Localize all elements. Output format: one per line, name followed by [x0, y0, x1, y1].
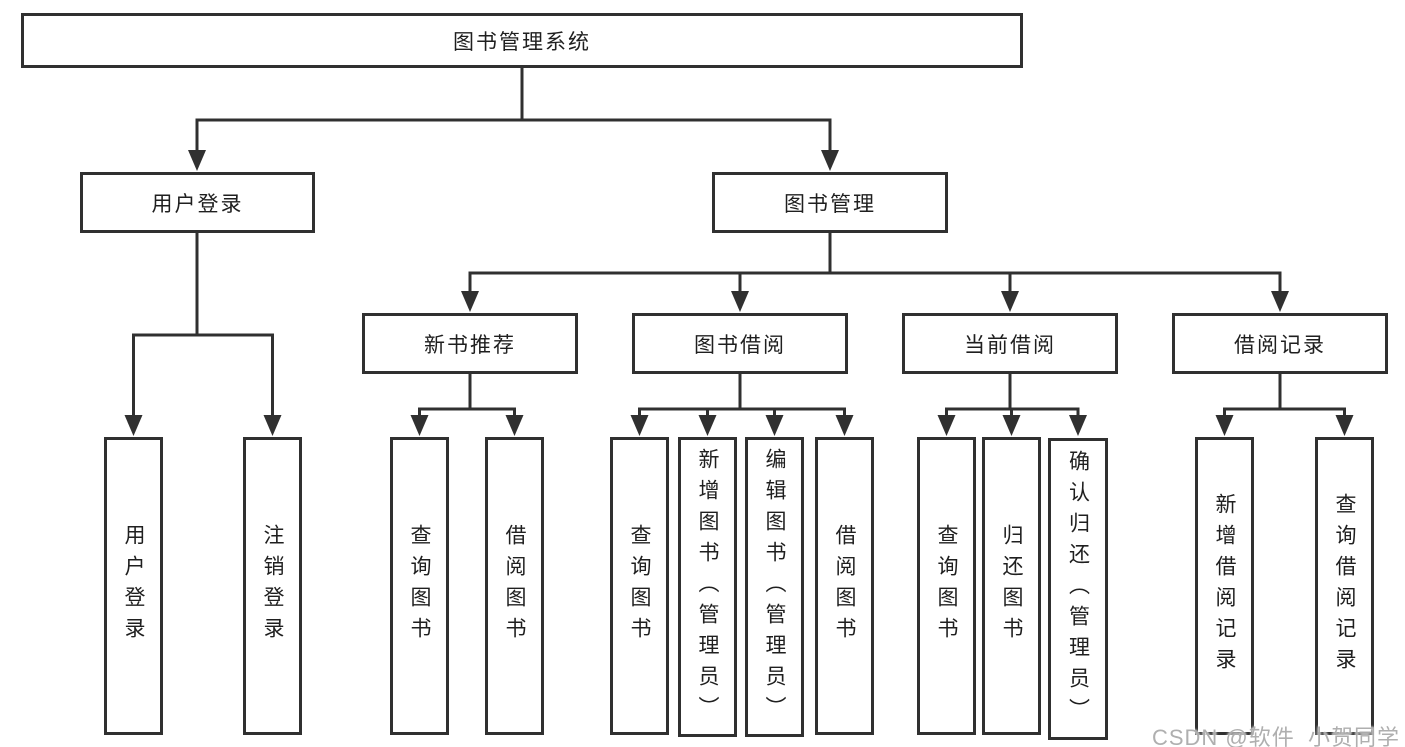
- node-new-book-recommend: 新书推荐: [362, 313, 578, 374]
- leaf-query-books-borrow: 查询图书: [610, 437, 669, 735]
- node-current-borrow: 当前借阅: [902, 313, 1118, 374]
- leaf-user-login: 用户登录: [104, 437, 163, 735]
- leaf-query-books-current: 查询图书: [917, 437, 976, 735]
- node-root: 图书管理系统: [21, 13, 1023, 68]
- leaf-logout: 注销登录: [243, 437, 302, 735]
- leaf-borrow-books-recommend: 借阅图书: [485, 437, 544, 735]
- leaf-borrow-books-borrow: 借阅图书: [815, 437, 874, 735]
- leaf-edit-books-admin: 编辑图书（管理员）: [745, 437, 804, 737]
- leaf-add-books-admin: 新增图书（管理员）: [678, 437, 737, 737]
- watermark: CSDN @软件_小贺同学: [1151, 725, 1400, 747]
- leaf-return-books: 归还图书: [982, 437, 1041, 735]
- node-user-login: 用户登录: [80, 172, 315, 233]
- node-book-borrow: 图书借阅: [632, 313, 848, 374]
- leaf-query-borrow-record: 查询借阅记录: [1315, 437, 1374, 735]
- leaf-add-borrow-record: 新增借阅记录: [1195, 437, 1254, 735]
- leaf-confirm-return-admin: 确认归还（管理员）: [1048, 438, 1108, 740]
- node-book-management: 图书管理: [712, 172, 948, 233]
- node-borrow-records: 借阅记录: [1172, 313, 1388, 374]
- leaf-query-books-recommend: 查询图书: [390, 437, 449, 735]
- arrowhead-icons: [124, 150, 1354, 436]
